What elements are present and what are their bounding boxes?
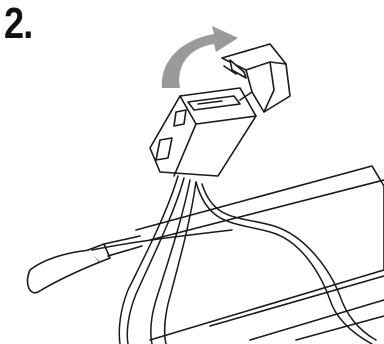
step-number: 2.: [4, 0, 33, 48]
rotation-arrow-icon: [161, 26, 238, 88]
connector-housing: [149, 87, 257, 177]
probe-tool: [26, 235, 143, 294]
wires: [91, 175, 377, 344]
connector-cover: [221, 43, 291, 113]
circuit-board: [135, 165, 384, 341]
